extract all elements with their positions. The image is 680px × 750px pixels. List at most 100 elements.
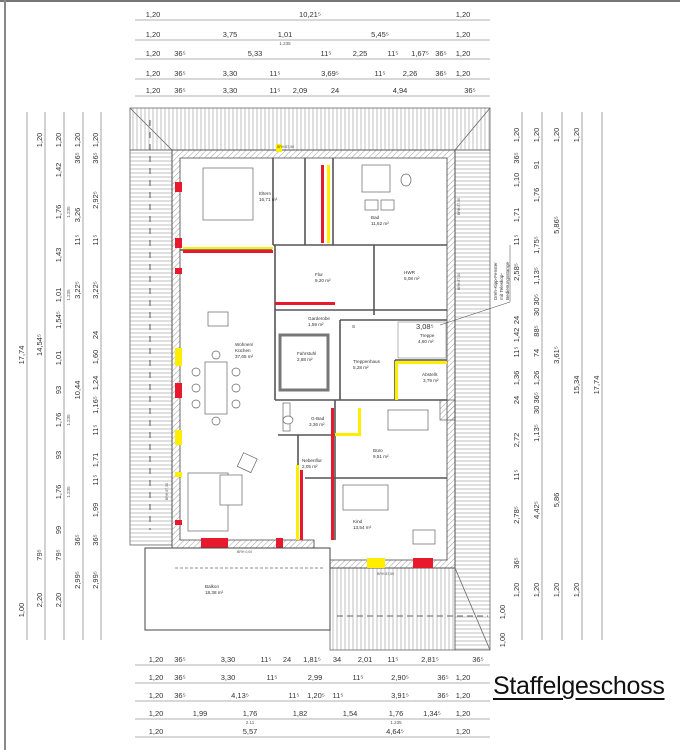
dimension-label: 1,75⁵ <box>532 236 541 254</box>
dimension-label: 1,42 <box>512 328 521 343</box>
dimension-label: 1.235 <box>66 486 71 498</box>
dimension-label: 2.11 <box>246 720 255 725</box>
dimension-label: 11⁵ <box>73 235 82 246</box>
dimension-label: 3,26 <box>73 208 82 223</box>
room-labels: Eltern 16,71 m² Bad 11,62 m² Flur 9,20 m… <box>205 191 439 595</box>
dimension-label: 1,20 <box>532 128 541 143</box>
dimension-label: 3,61⁵ <box>552 346 561 364</box>
dimension-label: 1,71 <box>91 453 100 468</box>
annotation-line-2: mit Teleskop- <box>499 273 504 300</box>
dimension-label: 1,42 <box>54 163 63 178</box>
dimension-label: 1,54⁵ <box>54 311 63 329</box>
dimension-label: 36⁵ <box>174 49 185 58</box>
bed <box>202 167 254 221</box>
dimension-label: 11⁵ <box>512 347 521 358</box>
dimension-label: 11⁵ <box>91 475 100 486</box>
room-buero-area: 9,51 m² <box>373 454 389 459</box>
dimension-label: 4,64⁵ <box>386 727 404 736</box>
room-bad-area: 11,62 m² <box>371 221 389 226</box>
dimension-label: 1,13⁵ <box>532 267 541 285</box>
dimension-label: 24 <box>331 86 339 95</box>
dimension-label: 36⁵ <box>73 534 82 545</box>
dimension-label: 24 <box>512 316 521 324</box>
dimension-label: 1,20 <box>456 727 471 736</box>
dimension-label: 1.235 <box>66 414 71 426</box>
dimension-label: 1,20 <box>91 133 100 148</box>
shower <box>361 164 391 193</box>
dimension-label: 11⁵ <box>289 691 300 700</box>
room-nebenflur-name: Nebenflur <box>302 458 322 463</box>
kids-desk <box>412 529 436 545</box>
dimension-label: 11⁵ <box>267 673 278 682</box>
dimension-label: 1,01 <box>278 30 293 39</box>
dimension-label: 1,76 <box>54 205 63 220</box>
room-hwr-area: 5,08 m² <box>404 276 420 281</box>
dimension-label: 93 <box>54 451 63 459</box>
dimension-label: 93 <box>54 386 63 394</box>
dimension-label: 11⁵ <box>353 673 364 682</box>
dimension-label: 1,13⁵ <box>532 424 541 442</box>
dimension-label: 4,42⁵ <box>532 501 541 519</box>
dimension-label: 11⁵ <box>388 49 399 58</box>
sink <box>380 199 395 211</box>
dimension-label: 1,20 <box>512 583 521 598</box>
dimension-label: 2,92⁵ <box>91 191 100 209</box>
dimension-label: 11⁵ <box>333 691 344 700</box>
dimension-label: 11⁵ <box>388 655 399 664</box>
dimension-label: 11⁵ <box>270 86 281 95</box>
dimension-label: 1,76 <box>243 709 258 718</box>
dimension-label: 1,67⁵ <box>411 49 429 58</box>
dimension-label: 10,21⁵ <box>299 10 321 19</box>
balcony-slab <box>144 547 331 631</box>
dimension-label: 30 30⁵ <box>532 294 541 316</box>
dimension-label: 1,99 <box>193 709 208 718</box>
dimension-label: 2,99 <box>308 673 323 682</box>
dimension-label: 79⁵ <box>54 549 63 560</box>
dimension-label: 1,10 <box>512 173 521 188</box>
dimension-label: 2,99⁵ <box>73 571 82 589</box>
dimension-label: 36⁵ <box>437 691 448 700</box>
dimension-label: 1.235 <box>66 206 71 218</box>
dimension-label: 1,36 <box>512 371 521 386</box>
dimension-label: 1,26 <box>532 371 541 386</box>
dimension-label: 1,20 <box>532 583 541 598</box>
stove <box>207 311 229 327</box>
dimension-label: 88⁵ <box>532 325 541 336</box>
room-fahrstuhl-area: 2,88 m² <box>297 357 313 362</box>
room-abstellr-name: Abstellr. <box>422 372 438 377</box>
dimension-label: 5,86⁵ <box>552 216 561 234</box>
window-labels: BRH 87,50 BRH 0,00 BRH 87,50 BRH 87,50 B… <box>165 145 461 576</box>
dimension-label: 74 <box>532 349 541 357</box>
dimension-label: 2,78⁵ <box>512 506 521 524</box>
dimension-label: 36⁵ <box>512 152 521 163</box>
dimension-label: 36⁵ <box>174 69 185 78</box>
wall-pillar <box>439 399 456 421</box>
room-treppenhaus-area: 5,28 m² <box>353 365 369 370</box>
dimension-label: 2,90⁵ <box>391 673 409 682</box>
room-balkon-name: Balkon <box>205 584 219 589</box>
dining-table <box>204 361 228 415</box>
room-treppe-area: 4,60 m² <box>418 339 434 344</box>
stair-mark: S <box>352 324 355 329</box>
dimension-label: 2,20 <box>35 593 44 608</box>
room-nebenflur-area: 2,05 m² <box>302 464 318 469</box>
dimension-label: 3,22⁵ <box>73 281 82 299</box>
dimension-label: 1,20 <box>456 30 471 39</box>
dimension-label: 3,30 <box>221 655 236 664</box>
dimension-label: 1,00 <box>498 605 507 620</box>
kids-bed <box>342 484 389 511</box>
dimension-label: 1,34⁵ <box>423 709 441 718</box>
annotation-line-1: Dreh-Kipp-Fenster <box>493 262 498 300</box>
dimension-label: 3,22⁵ <box>91 281 100 299</box>
dimension-label: 2,72 <box>512 433 521 448</box>
dimension-label: 1,81⁵ <box>303 655 321 664</box>
dimension-label: 2,81⁵ <box>421 655 439 664</box>
annotation-line-3: Bedienungsstange <box>505 261 510 300</box>
coffee-table <box>219 474 243 506</box>
dimension-label: 11⁵ <box>270 69 281 78</box>
room-flur-area: 9,20 m² <box>315 278 331 283</box>
dimension-label: 2,09 <box>293 86 308 95</box>
dimension-label: 5,86 <box>552 493 561 508</box>
dimension-label: 3,30 <box>223 86 238 95</box>
